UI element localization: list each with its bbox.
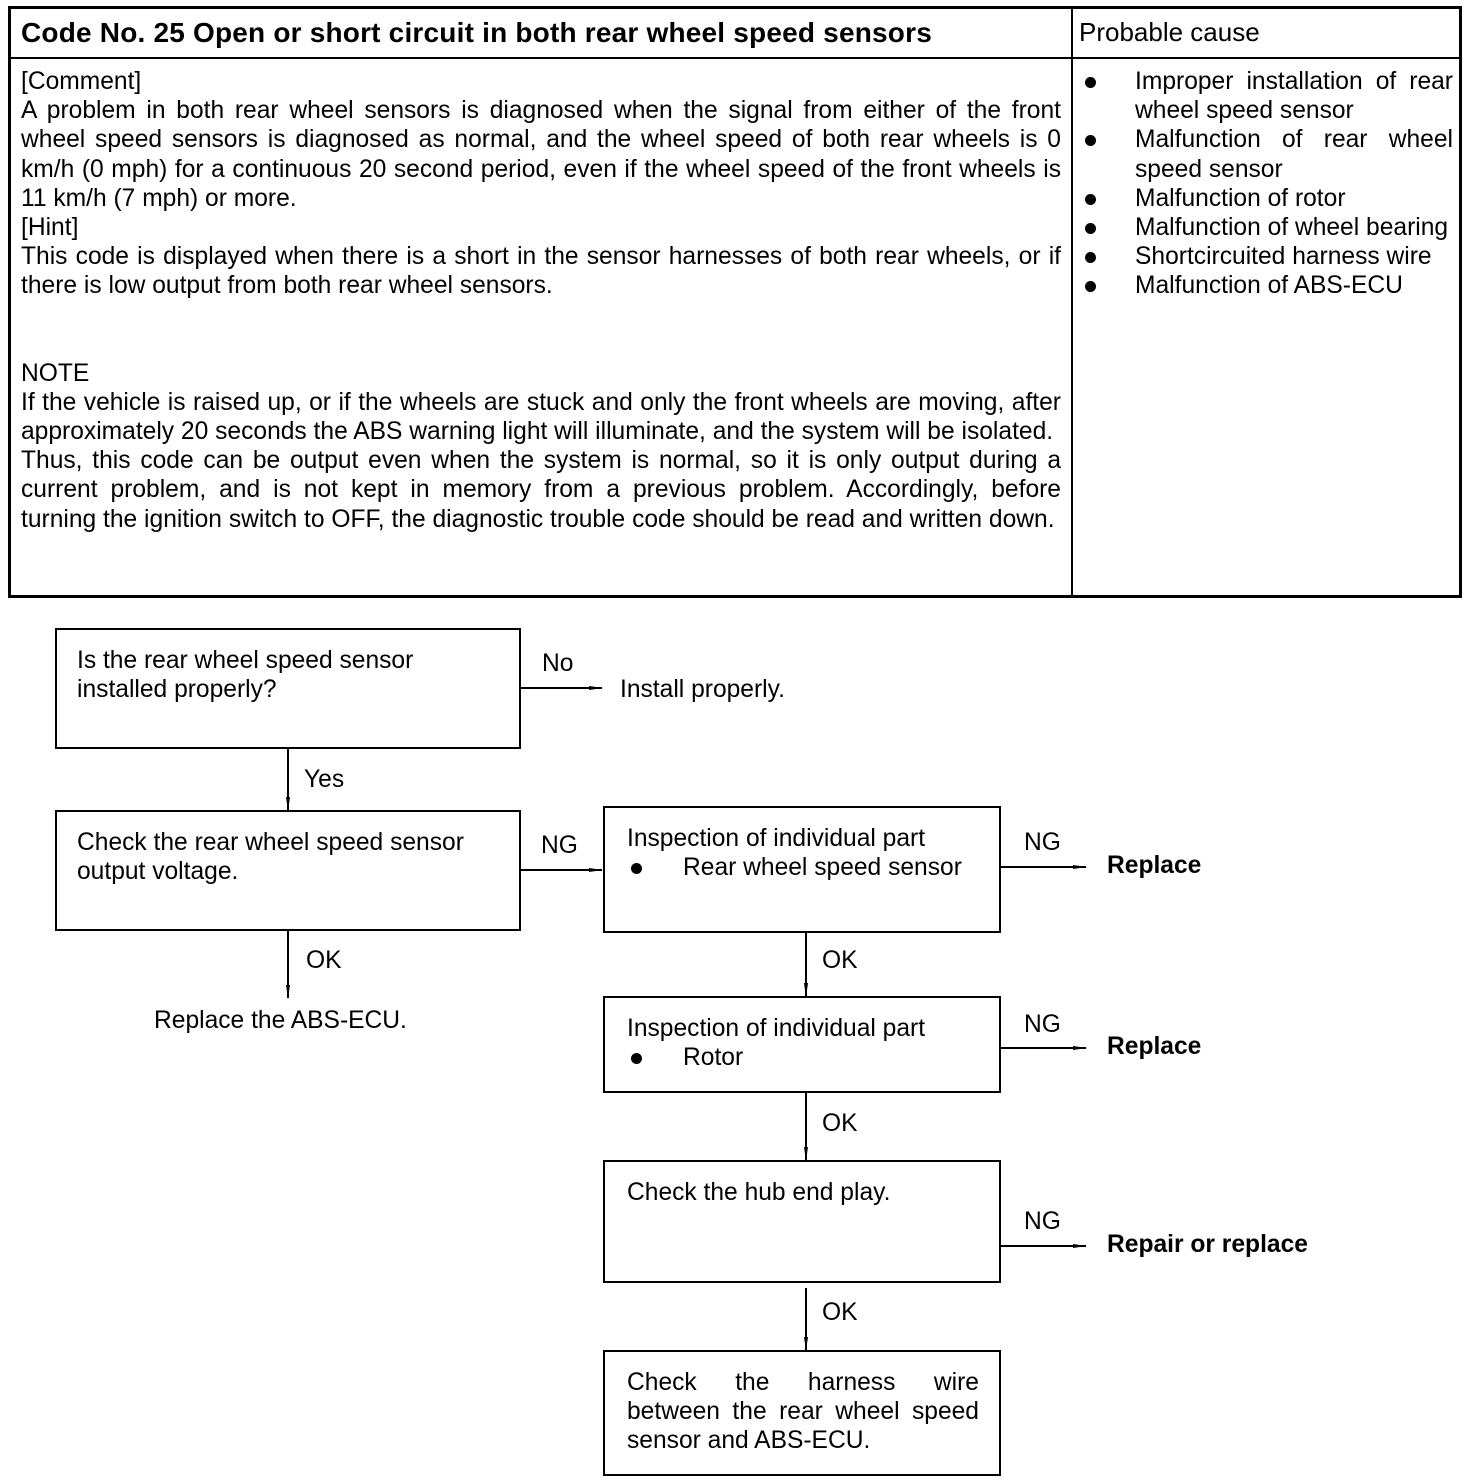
hint-label: [Hint] (21, 214, 79, 242)
bullet-icon (1085, 223, 1096, 235)
bullet-icon (1085, 252, 1096, 264)
note-text-2: Thus, this code can be output even when … (21, 447, 1061, 533)
note-label: NOTE (21, 359, 90, 387)
bullet-icon (631, 1053, 642, 1065)
bullet-icon (631, 863, 642, 875)
step-sensor-installed: Is the rear wheel speed sensor installed… (55, 628, 521, 749)
cause-item: Improper installation of rear wheel spee… (1079, 67, 1453, 125)
bullet-icon (1085, 135, 1096, 147)
result-replace: Replace (1107, 852, 1202, 879)
table-header-divider (11, 57, 1459, 59)
table-column-divider (1071, 9, 1073, 595)
step-hub-end-play: Check the hub end play. (603, 1160, 1001, 1283)
step-inspect-rotor: Inspection of individual part Rotor (603, 996, 1001, 1093)
label-ng: NG (541, 832, 578, 859)
table-title: Code No. 25 Open or short circuit in bot… (21, 17, 932, 48)
step-inspect-sensor: Inspection of individual part Rear wheel… (603, 806, 1001, 933)
result-repair-or-replace: Repair or replace (1107, 1231, 1308, 1258)
step-output-voltage: Check the rear wheel speed sensor output… (55, 810, 521, 931)
label-ok: OK (822, 1299, 858, 1326)
note-text-1: If the vehicle is raised up, or if the w… (21, 388, 1061, 446)
label-ok: OK (822, 947, 858, 974)
bullet-item: Rotor (627, 1043, 993, 1072)
bullet-icon (1085, 193, 1096, 205)
cause-item: Malfunction of rotor (1079, 184, 1453, 213)
label-ng: NG (1024, 829, 1061, 856)
cause-item: Malfunction of wheel bearing (1079, 213, 1453, 242)
result-replace: Replace (1107, 1033, 1202, 1060)
label-ok: OK (306, 947, 342, 974)
cause-item: Malfunction of ABS-ECU (1079, 271, 1453, 300)
step-harness-wire: Check the harness wire between the rear … (603, 1350, 1001, 1476)
result-install-properly: Install properly. (620, 676, 785, 703)
result-replace-abs-ecu: Replace the ABS-ECU. (154, 1007, 407, 1034)
comment-text: A problem in both rear wheel sensors is … (21, 97, 1061, 212)
label-ng: NG (1024, 1011, 1061, 1038)
label-no: No (542, 650, 574, 677)
bullet-item: Rear wheel speed sensor (627, 853, 993, 882)
probable-cause-header: Probable cause (1079, 17, 1260, 47)
label-ng: NG (1024, 1208, 1061, 1235)
bullet-icon (1085, 281, 1096, 293)
description-cell: [Comment] A problem in both rear wheel s… (21, 67, 1061, 534)
cause-item: Shortcircuited harness wire (1079, 242, 1453, 271)
comment-label: [Comment] (21, 68, 142, 95)
cause-item: Malfunction of rear wheel speed sensor (1079, 125, 1453, 183)
label-ok: OK (822, 1110, 858, 1137)
probable-cause-list: Improper installation of rear wheel spee… (1079, 67, 1453, 301)
bullet-icon (1085, 77, 1096, 88)
hint-text: This code is displayed when there is a s… (21, 243, 1061, 300)
trouble-code-table: Code No. 25 Open or short circuit in bot… (8, 6, 1462, 598)
label-yes: Yes (304, 766, 345, 793)
